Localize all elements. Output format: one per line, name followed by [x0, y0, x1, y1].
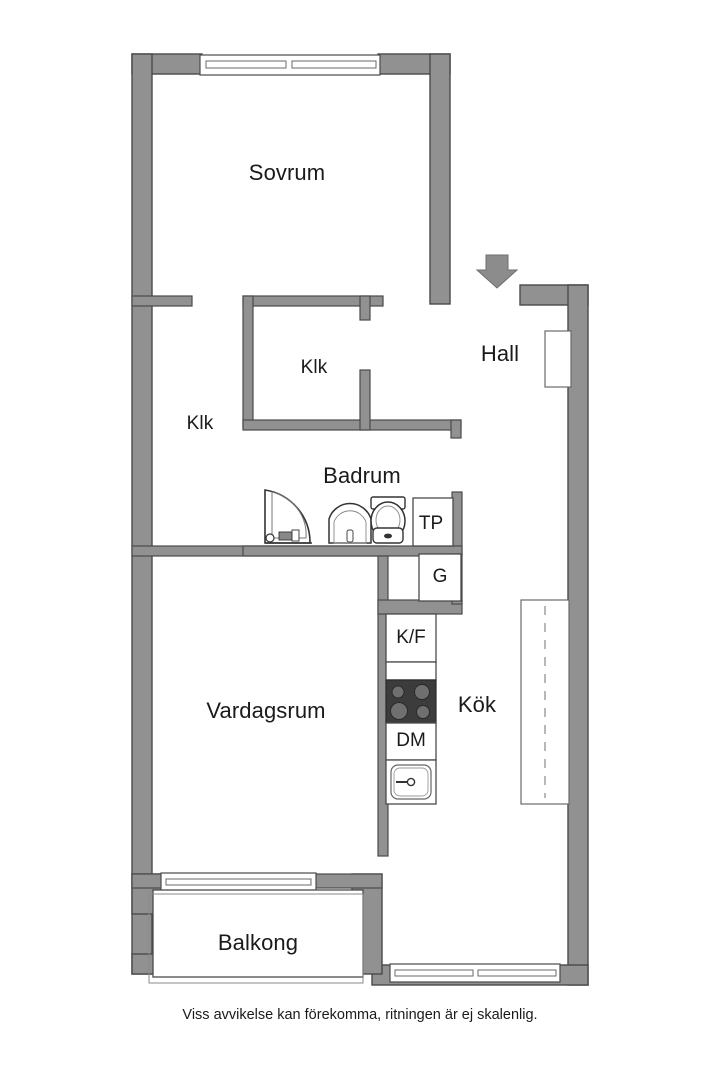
wall-bedroom-right: [429, 53, 451, 305]
counter-blank: [385, 661, 437, 681]
window-livingroom-bottom: [160, 872, 317, 892]
room-label-kok: Kök: [457, 692, 497, 717]
wall-klk-top-stub: [359, 295, 371, 321]
entrance-arrow: [475, 254, 519, 289]
wall-bedroom-bottom-left-stub: [131, 295, 193, 307]
wall-badrum-top: [242, 419, 462, 431]
washbasin: [328, 502, 372, 544]
room-label-klk-left: Klk: [186, 413, 214, 434]
stove-four-burner: [385, 679, 437, 724]
room-label-badrum: Badrum: [323, 463, 401, 488]
wall-left-exterior: [131, 53, 153, 975]
appliance-label-tp: TP: [418, 513, 444, 534]
window-kitchen-bottom: [389, 963, 561, 983]
room-label-klk-upper: Klk: [300, 357, 328, 378]
room-label-balkong: Balkong: [217, 930, 299, 955]
wall-badrum-top-right-stub: [450, 419, 462, 439]
appliance-label-g: G: [432, 566, 448, 587]
window-bedroom-top: [199, 54, 381, 76]
wall-badrum-bottom: [242, 545, 463, 557]
balcony-outline: [148, 889, 364, 984]
appliance-label-dm: DM: [396, 730, 426, 751]
room-label-sovrum: Sovrum: [248, 160, 326, 185]
kitchen-sink: [385, 759, 437, 805]
shower-quarter-round: [264, 489, 312, 544]
wall-klk-inner-vertical: [359, 369, 371, 431]
kitchen-counter: [520, 599, 570, 805]
wall-right-exterior: [567, 284, 589, 986]
wall-klk-divider-vertical: [242, 295, 254, 429]
wall-kitchen-niche-top: [377, 599, 463, 615]
room-label-vardagsrum: Vardagsrum: [206, 698, 326, 723]
hall-wardrobe: [544, 330, 572, 388]
disclaimer-text: Viss avvikelse kan förekomma, ritningen …: [182, 1007, 538, 1023]
toilet: [370, 496, 406, 544]
g-box: [418, 553, 462, 602]
room-label-hall: Hall: [480, 341, 520, 366]
appliance-label-kf: K/F: [396, 627, 426, 648]
tp-box: [412, 497, 454, 547]
